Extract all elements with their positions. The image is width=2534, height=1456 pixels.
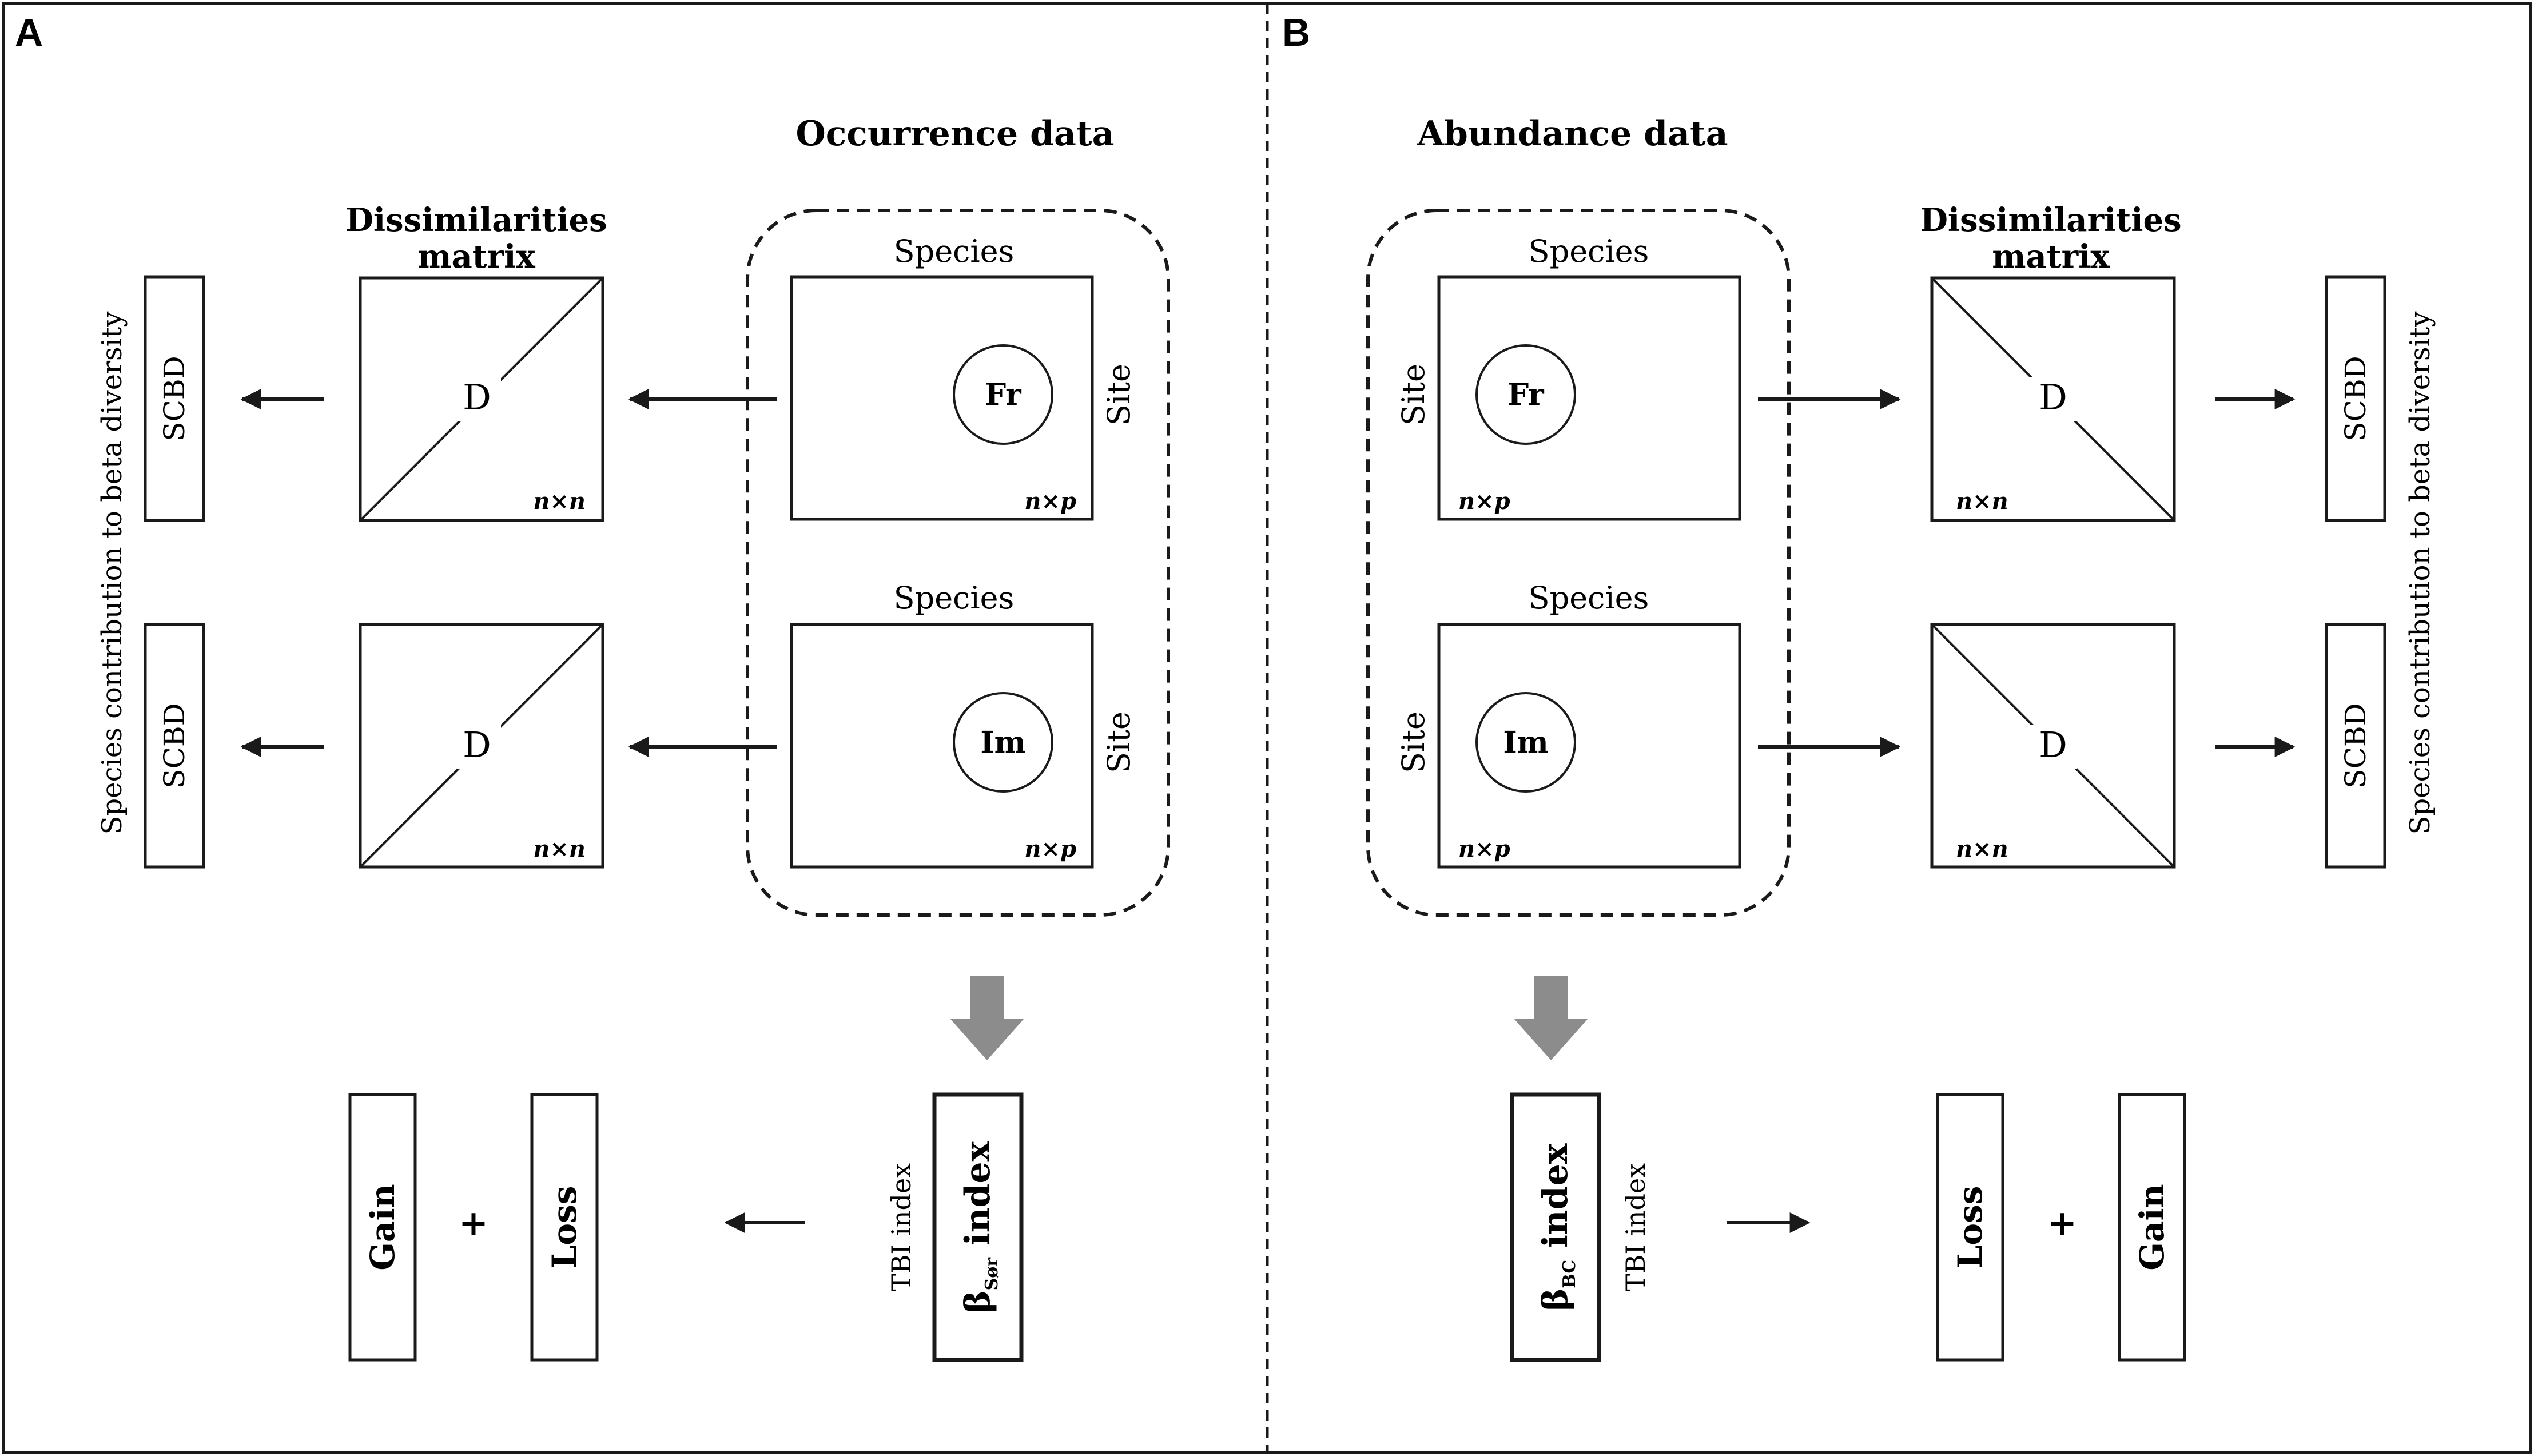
panel-a: A Occurrence data Dissimilarities matrix… — [15, 11, 1170, 1362]
panel-a-matrix2-row-label: Site — [1101, 711, 1137, 773]
panel-a-matrix2-header: Species — [894, 580, 1015, 616]
panel-a-block-arrow — [950, 976, 1024, 1060]
panel-a-beta-symbol: β — [958, 1290, 998, 1313]
panel-a-matrix2-dims: n×p — [1024, 836, 1076, 862]
panel-b-scbd2-box — [2325, 623, 2386, 869]
panel-a-dissim1-symbol: D — [463, 376, 491, 418]
panel-b-beta-sub: BC — [1560, 1260, 1580, 1288]
panel-a-scbd1: SCBD — [158, 356, 191, 441]
panel-b-side-label: Species contribution to beta diversity — [2404, 312, 2436, 835]
panel-b-gain: Gain — [2133, 1184, 2171, 1270]
panel-a-fr-label: Fr — [985, 377, 1021, 412]
panel-a-data-group — [746, 209, 1170, 917]
panel-b-loss: Loss — [1951, 1186, 1990, 1269]
panel-b-letter: B — [1282, 11, 1310, 54]
panel-a-side-label: Species contribution to beta diversity — [96, 312, 128, 835]
panel-a-gain-box — [348, 1093, 417, 1362]
panel-b-matrix1-dims: n×p — [1458, 488, 1510, 515]
panel-a-dissim2-dims: n×n — [533, 836, 586, 862]
panel-a-dissim1-dims: n×n — [533, 488, 586, 515]
panel-b-dissim1-dims: n×n — [1956, 488, 2008, 515]
panel-b-dissim1-label-bg — [2030, 377, 2077, 421]
panel-b-matrix2-dims: n×p — [1458, 836, 1510, 862]
panel-b-scbd2: SCBD — [2339, 703, 2372, 788]
panel-a-plus: + — [459, 1202, 488, 1244]
panel-b-gain-box — [2118, 1093, 2186, 1362]
panel-b-beta-index: βBC index — [1535, 1143, 1580, 1311]
panel-b-matrix2-row-label: Site — [1395, 711, 1431, 773]
panel-b-plus: + — [2047, 1202, 2077, 1244]
panel-b-data-group — [1366, 209, 1791, 917]
panel-a-letter: A — [15, 11, 43, 54]
panel-b-block-arrow — [1514, 976, 1588, 1060]
panel-b-dissim2-label-bg — [2030, 725, 2077, 769]
panel-a-beta-box — [932, 1092, 1024, 1362]
panel-b-matrix1-header: Species — [1529, 233, 1649, 269]
panel-a-dissim-label-line1: Dissimilarities — [345, 201, 607, 239]
panel-b-title: Abundance data — [1417, 114, 1728, 154]
panel-b-fr-circle — [1475, 344, 1576, 445]
panel-a-beta-word: index — [958, 1141, 998, 1258]
panel-a-im-label: Im — [980, 725, 1025, 760]
panel-a-dissim2-label-bg — [454, 725, 501, 769]
panel-b-beta-box — [1510, 1092, 1601, 1362]
panel-b-matrix2-header: Species — [1529, 580, 1649, 616]
panel-a-loss-box — [530, 1093, 599, 1362]
panel-b-loss-box — [1936, 1093, 2004, 1362]
panel-b-tbi-label: TBI index — [1620, 1163, 1651, 1291]
panel-b-im-circle — [1475, 692, 1576, 793]
panel-a-scbd2: SCBD — [158, 703, 191, 788]
panel-b-beta-symbol: β — [1535, 1288, 1576, 1311]
panel-b-scbd1-box — [2325, 275, 2386, 522]
panel-b-dissim1-symbol: D — [2039, 376, 2067, 418]
panel-b-dissim-label-line2: matrix — [1992, 238, 2110, 276]
panel-b-fr-label: Fr — [1507, 377, 1544, 412]
panel-a-fr-circle — [953, 344, 1053, 445]
panel-a-title: Occurrence data — [796, 114, 1115, 154]
panel-a-dissim2-symbol: D — [463, 724, 491, 766]
panel-a-dissim1-label-bg — [454, 377, 501, 421]
panel-a-beta-sub: Sør — [982, 1257, 1002, 1291]
panel-b-scbd1: SCBD — [2339, 356, 2372, 441]
panel-a-beta-index: βSør index — [958, 1141, 1002, 1314]
panel-b-beta-word: index — [1535, 1143, 1576, 1259]
panel-a-matrix1-row-label: Site — [1101, 364, 1137, 425]
panel-b: B Abundance data Dissimilarities matrix … — [1282, 11, 2436, 1362]
panel-b-dissim-label-line1: Dissimilarities — [1920, 201, 2181, 239]
panel-a-matrix1-header: Species — [894, 233, 1015, 269]
panel-a-scbd2-box — [144, 623, 205, 869]
panel-a-loss: Loss — [545, 1186, 584, 1269]
panel-a-dissim-label-line2: matrix — [417, 238, 535, 276]
panel-a-im-circle — [953, 692, 1053, 793]
panel-a-tbi-label: TBI index — [886, 1163, 917, 1291]
panel-b-dissim2-symbol: D — [2039, 724, 2067, 766]
panel-a-matrix1-dims: n×p — [1024, 488, 1076, 515]
panel-b-matrix1-row-label: Site — [1395, 364, 1431, 425]
panel-b-im-label: Im — [1503, 725, 1548, 760]
panel-b-dissim2-dims: n×n — [1956, 836, 2008, 862]
panel-a-scbd1-box — [144, 275, 205, 522]
panel-a-gain: Gain — [363, 1184, 402, 1270]
